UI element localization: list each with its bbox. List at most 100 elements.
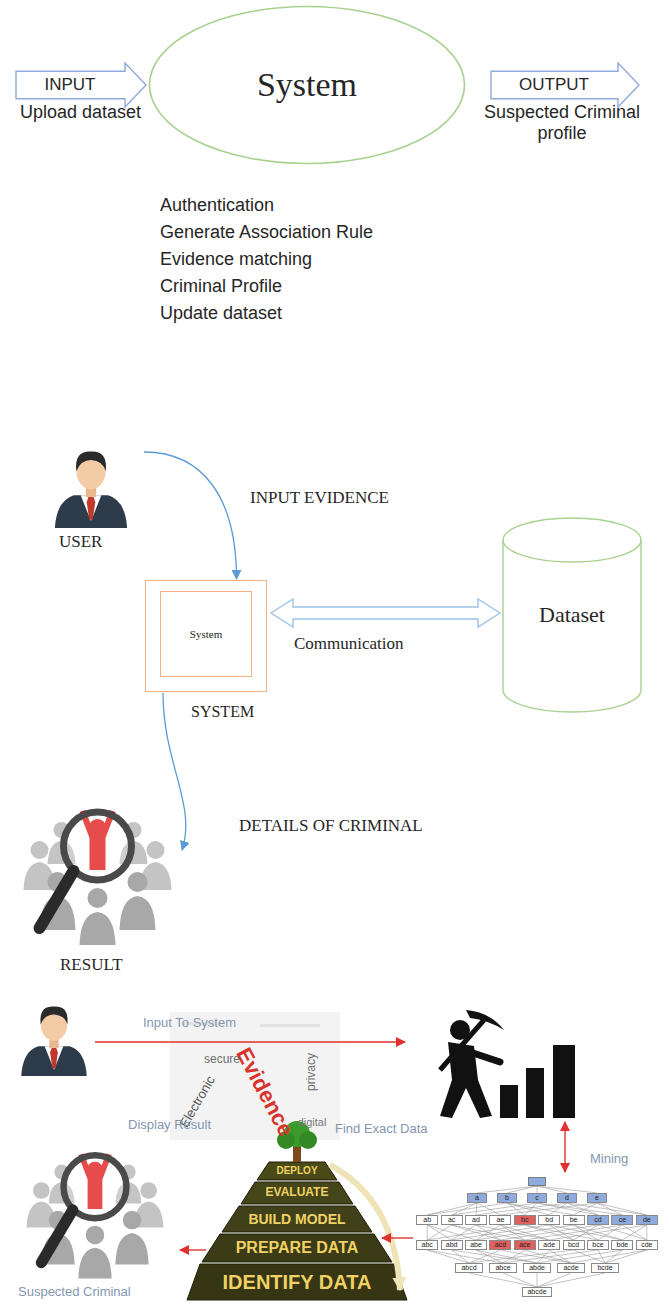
system-box: SYSTEMSystem (145, 580, 267, 692)
lattice-lines-part (452, 1250, 537, 1263)
lattice-lines-part (452, 1203, 537, 1215)
lattice-lines-part (549, 1203, 567, 1215)
lattice-cell: abcde (522, 1287, 552, 1297)
process-pyramid-part (202, 1234, 392, 1262)
lattice-cell: acde (557, 1263, 585, 1273)
text-label: Upload dataset (20, 102, 141, 123)
input-arrow-outline-part (16, 63, 146, 107)
process-pyramid-part (241, 1182, 353, 1204)
text-label: Generate Association Rule (160, 222, 373, 243)
lattice-lines-part (537, 1273, 571, 1287)
lattice-cell: ce (611, 1215, 633, 1225)
text-label: Find Exact Data (335, 1122, 428, 1137)
red-arrows-part (180, 1249, 206, 1250)
lattice-cell: acd (489, 1240, 511, 1250)
dataset-cylinder-outline-part (503, 518, 641, 712)
lattice-lines-part (503, 1273, 537, 1287)
miner-figure-part (553, 1045, 575, 1118)
lattice-lines-part (571, 1250, 647, 1263)
process-pyramid-part (257, 1162, 337, 1180)
text-label: secure (204, 1053, 240, 1067)
text-label: DEPLOY (276, 1165, 317, 1177)
text-label: Update dataset (160, 303, 282, 324)
red-arrows-part (95, 1041, 405, 1042)
connector (163, 693, 186, 850)
suspected-criminal-icon (27, 1154, 164, 1279)
lattice-lines-part (622, 1225, 646, 1240)
lattice-cell: bce (587, 1240, 609, 1250)
lattice-cell: e (587, 1193, 607, 1203)
node-text: System (257, 66, 357, 104)
lattice-lines-part (537, 1250, 549, 1263)
lattice-lines-part (537, 1273, 605, 1287)
text-label: digital (298, 1116, 327, 1129)
output-arrow: OUTPUT (490, 62, 640, 108)
bottom-user-icon-part (21, 1007, 87, 1076)
system-ellipse: System (148, 5, 466, 165)
lattice-lines-part (597, 1203, 622, 1215)
lattice-lines-part (476, 1250, 503, 1263)
lattice-lines-part (500, 1225, 598, 1240)
node-text: USER (59, 532, 102, 552)
lattice-lines-part (567, 1203, 647, 1215)
result-figure: RESULT (10, 790, 185, 975)
text-label: privacy (305, 1053, 319, 1091)
input-arrow: INPUT (15, 62, 147, 108)
text-label: PREPARE DATA (236, 1239, 359, 1257)
lattice-cell: ace (514, 1240, 536, 1250)
lattice-lines-part (500, 1225, 524, 1240)
lattice-lines-part (507, 1186, 537, 1193)
tree-part (299, 1131, 317, 1149)
lattice-cell: cde (636, 1240, 658, 1250)
text-label: EVALUATE (266, 1186, 329, 1200)
lattice-lines-part (452, 1225, 476, 1240)
text-label: Suspected Criminal (18, 1285, 131, 1300)
lattice-lines-part (525, 1225, 623, 1240)
text-label: Suspected Criminal profile (462, 102, 662, 143)
dataset-cylinder-outline-part (503, 540, 641, 562)
edge-label: Communication (292, 634, 406, 654)
lattice-cell: abc (416, 1240, 438, 1250)
lattice-cell: abd (441, 1240, 463, 1250)
lattice-cell: abe (465, 1240, 487, 1250)
lattice-cell: bc (514, 1215, 536, 1225)
dataset-cylinder: Dataset (502, 518, 642, 712)
lattice-lines (427, 1186, 647, 1287)
user-figure-icon-part (55, 451, 127, 528)
lattice-cell: b (497, 1193, 517, 1203)
suspected-criminal-icon-part (27, 1154, 164, 1279)
lattice-lines-part (537, 1186, 538, 1193)
lattice-cell: abcd (455, 1263, 483, 1273)
miner-figure-part (470, 1052, 500, 1062)
lattice-cell: cd (587, 1215, 609, 1225)
connector (144, 452, 237, 579)
lattice-cell: bcde (591, 1263, 619, 1273)
output-arrow-outline-part (491, 63, 639, 107)
lattice-lines-part (427, 1225, 428, 1240)
lattice-lines-part (598, 1225, 622, 1240)
lattice-lines-part (574, 1225, 598, 1240)
lattice-cell: c (527, 1193, 547, 1203)
lattice-lines-part (500, 1203, 597, 1215)
lattice-cell: bde (611, 1240, 633, 1250)
lattice-lines-part (427, 1203, 477, 1215)
lattice-lines-part (452, 1225, 550, 1240)
lattice-lines-part (427, 1225, 525, 1240)
lattice-lines-part (537, 1273, 538, 1287)
text-label: Mining (590, 1152, 628, 1167)
lattice-lines-part (537, 1186, 597, 1193)
lattice-lines-part (574, 1225, 598, 1240)
result-figure-icon-part (24, 810, 172, 945)
lattice-cell: be (563, 1215, 585, 1225)
lattice-cell: ae (489, 1215, 511, 1225)
lattice-cell: d (557, 1193, 577, 1203)
lattice-lines-part (469, 1250, 574, 1263)
process-pyramid-part (187, 1264, 407, 1300)
lattice-lines-part (605, 1250, 647, 1263)
node-text: OUTPUT (519, 75, 589, 95)
red-arrows-part (564, 1122, 565, 1172)
lattice-cell: de (636, 1215, 658, 1225)
lattice-lines-part (598, 1250, 605, 1263)
text-label: Evidence matching (160, 249, 312, 270)
lattice-lines-part (597, 1203, 647, 1215)
